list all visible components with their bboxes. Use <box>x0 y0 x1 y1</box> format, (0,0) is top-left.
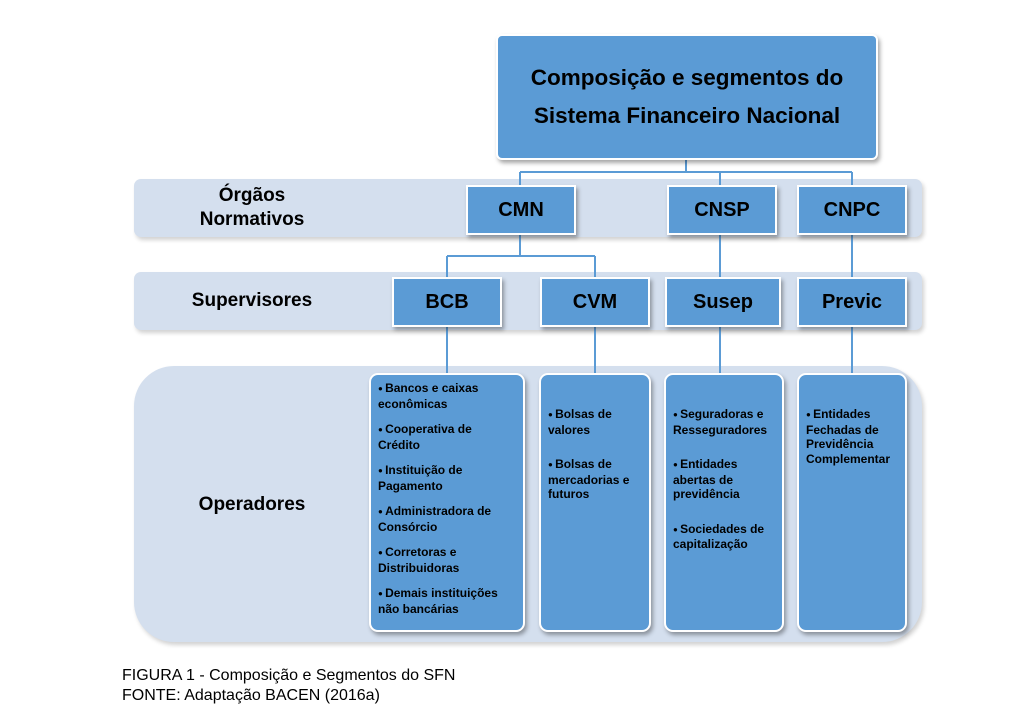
node-cmn: CMN <box>466 185 576 235</box>
figure-caption: FIGURA 1 - Composição e Segmentos do SFN <box>122 667 456 684</box>
operador-item: Administradora de Consórcio <box>378 504 517 534</box>
operador-item: Entidades Fechadas de Previdência Comple… <box>806 407 899 466</box>
operador-item: Seguradoras e Resseguradores <box>673 407 776 437</box>
operadores-band <box>134 366 922 642</box>
operadores-bcb: Bancos e caixas econômicas Cooperativa d… <box>369 373 525 632</box>
operador-item: Demais instituições não bancárias <box>378 586 517 616</box>
operador-item: Bolsas de mercadorias e futuros <box>548 457 643 502</box>
row-label-operadores: Operadores <box>198 494 306 515</box>
node-bcb: BCB <box>392 277 502 327</box>
node-cnpc: CNPC <box>797 185 907 235</box>
operador-item: Instituição de Pagamento <box>378 463 517 493</box>
node-previc: Previc <box>797 277 907 327</box>
node-susep: Susep <box>665 277 781 327</box>
row-label-supervisores: Supervisores <box>191 290 313 311</box>
node-cvm: CVM <box>540 277 650 327</box>
operadores-previc: Entidades Fechadas de Previdência Comple… <box>797 373 907 632</box>
figure-source: FONTE: Adaptação BACEN (2016a) <box>122 687 380 704</box>
node-cnsp: CNSP <box>667 185 777 235</box>
operador-item: Sociedades de capitalização <box>673 522 776 552</box>
operador-item: Bolsas de valores <box>548 407 643 437</box>
supervisores-band <box>134 272 922 330</box>
operador-item: Entidades abertas de previdência <box>673 457 776 502</box>
row-label-normativos: Órgãos Normativos <box>199 185 305 230</box>
operador-item: Corretoras e Distribuidoras <box>378 545 517 575</box>
diagram-title: Composição e segmentos do Sistema Financ… <box>496 34 878 160</box>
operadores-susep: Seguradoras e Resseguradores Entidades a… <box>664 373 784 632</box>
operadores-cvm: Bolsas de valores Bolsas de mercadorias … <box>539 373 651 632</box>
operador-item: Bancos e caixas econômicas <box>378 381 517 411</box>
operador-item: Cooperativa de Crédito <box>378 422 517 452</box>
